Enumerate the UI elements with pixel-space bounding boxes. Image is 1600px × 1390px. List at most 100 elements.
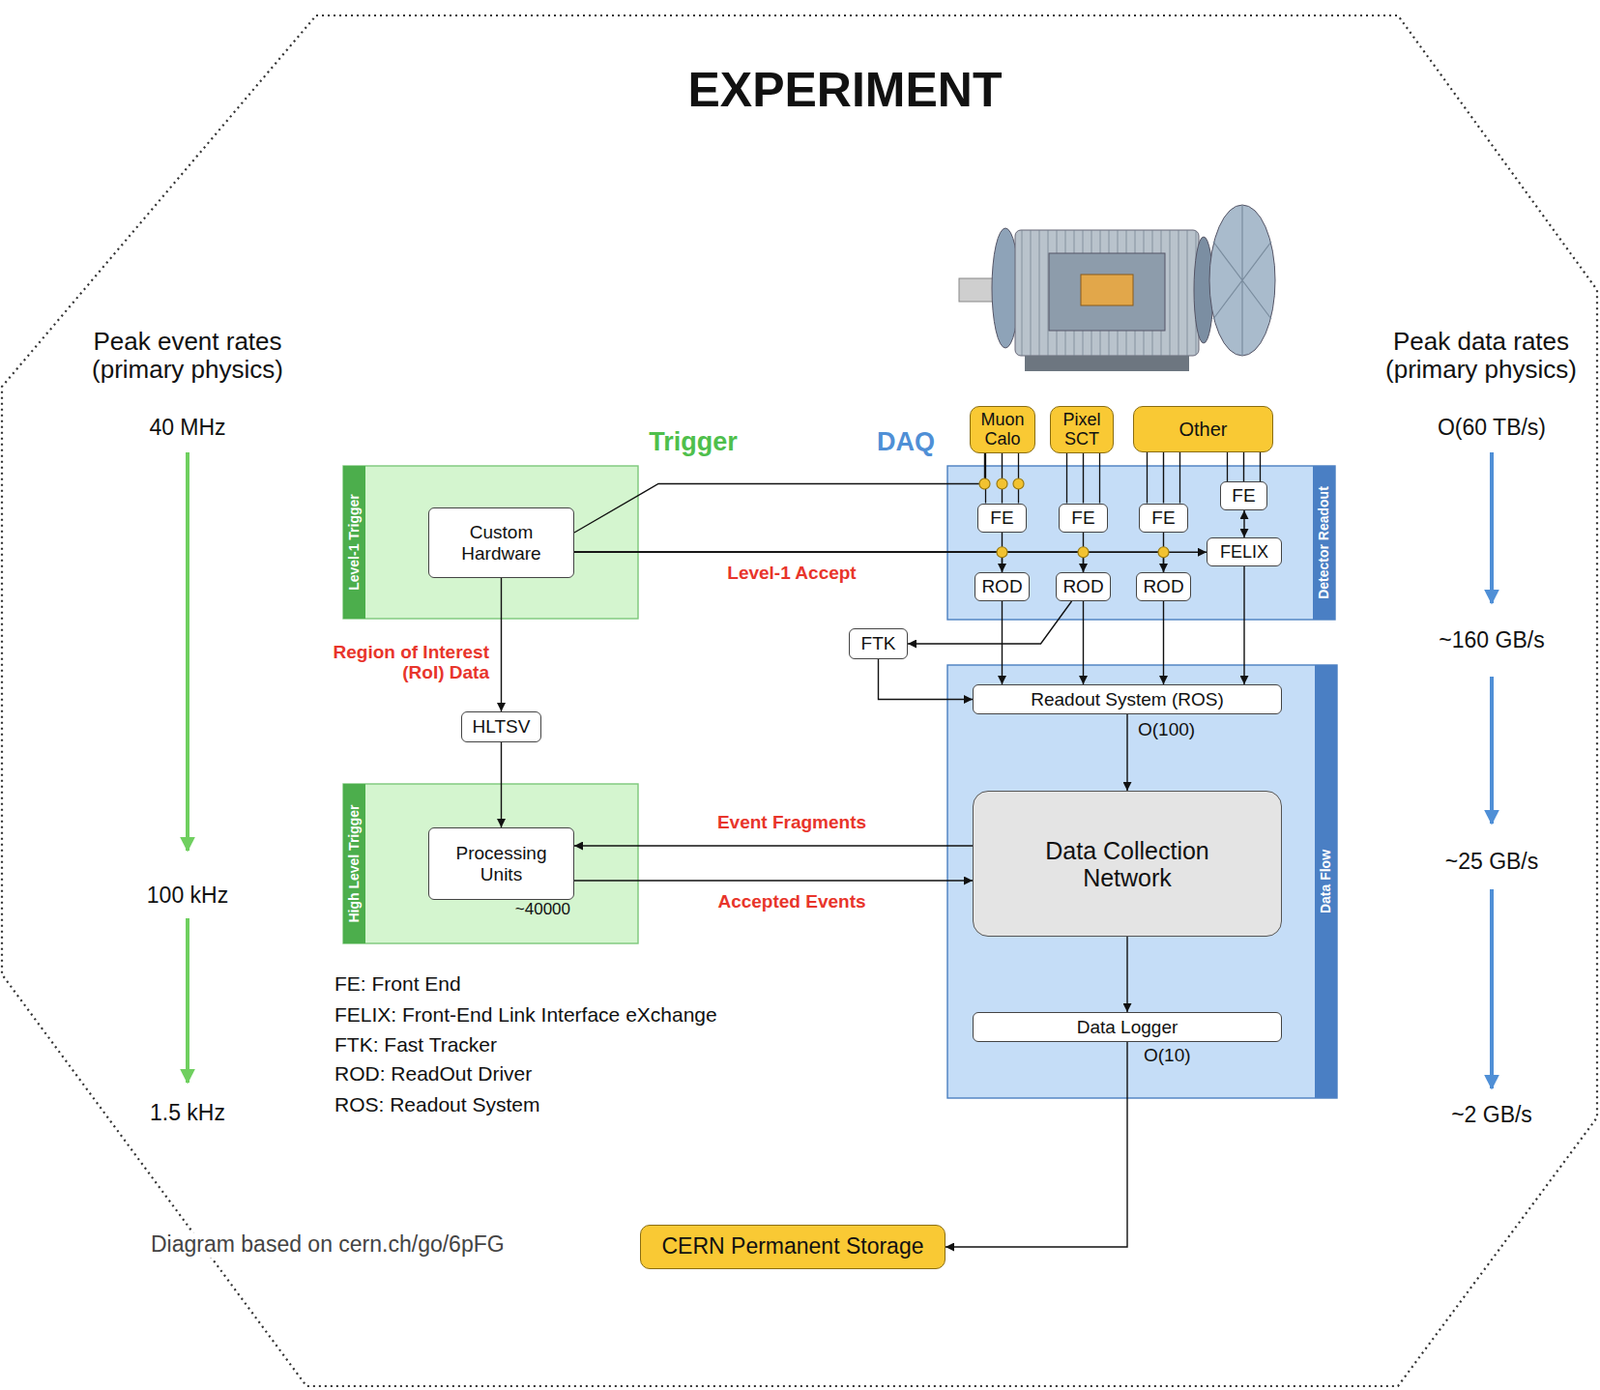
process-box: Data Collection Network (972, 790, 1282, 937)
process-box: ROD (974, 572, 1030, 602)
panel-title: Detector Readout (1312, 465, 1336, 620)
rate-label: 40 MHz (148, 415, 226, 441)
box-label: Data Collection Network (1030, 837, 1224, 892)
group-panel: Level-1 Trigger Custom Hardware (343, 465, 639, 619)
junction-dot (996, 547, 1008, 558)
box-label: FE (989, 507, 1014, 528)
box-label: CERN Permanent Storage (661, 1234, 924, 1260)
highlight-box: CERN Permanent Storage (640, 1224, 946, 1270)
data-rate-arrow (1489, 452, 1494, 604)
rate-label: ~160 GB/s (1438, 628, 1544, 654)
panel-title: Data Flow (1314, 665, 1338, 1099)
junction-dot (1013, 478, 1024, 490)
detector-body (1015, 230, 1199, 356)
edge-label: Event Fragments (717, 812, 867, 833)
abbreviation-note: ROD: ReadOut Driver (334, 1062, 532, 1086)
box-label: FTK (861, 633, 897, 654)
process-box: Data Logger (972, 1012, 1282, 1043)
connector (1126, 714, 1128, 791)
connector (945, 1042, 1128, 1248)
rate-label: ~2 GB/s (1451, 1103, 1533, 1129)
connector (1163, 452, 1164, 504)
connector (574, 453, 986, 534)
connector (1243, 452, 1245, 482)
box-label: HLTSV (472, 716, 531, 737)
junction-dot (979, 478, 990, 490)
panel-ground (343, 465, 639, 619)
signal-wire (1179, 452, 1181, 504)
signal-wire (1226, 452, 1228, 482)
process-box: FE (977, 503, 1027, 533)
process-box: Readout System (ROS) (972, 684, 1282, 715)
abbreviation-note: FTK: Fast Tracker (334, 1033, 497, 1057)
highlight-box: Other (1133, 406, 1274, 453)
connector (1001, 601, 1003, 685)
rate-label: O(60 TB/s) (1437, 415, 1546, 441)
connector (907, 601, 1073, 644)
group-panel: Detector Readout FE FE FE FE FELIX ROD ROD ROD (947, 465, 1336, 620)
support-feet (1024, 355, 1190, 372)
box-label: FE (1071, 507, 1095, 528)
connector (574, 879, 973, 881)
connector (878, 659, 974, 700)
wheel-spokes (1213, 204, 1272, 356)
rate-label: Peak data rates (primary physics) (1368, 327, 1594, 384)
edge-label: O(10) (1143, 1045, 1192, 1066)
process-box: FE (1058, 503, 1108, 533)
box-label: Readout System (ROS) (1030, 689, 1224, 710)
data-rate-arrow (1489, 676, 1494, 824)
group-panel: High Level TriggerProcessing Units~40000 (343, 784, 639, 944)
process-box: Custom Hardware (428, 507, 575, 579)
panel-ground (947, 665, 1338, 1099)
process-box: FE (1138, 503, 1189, 533)
edge-label: Level-1 Accept (727, 562, 856, 583)
rate-label: Peak event rates (primary physics) (75, 327, 300, 384)
detector-ribs (1015, 230, 1199, 356)
panel-ground (343, 784, 639, 944)
edge-label: Accepted Events (717, 891, 866, 912)
box-label: Muon Calo (976, 409, 1029, 449)
connector (1126, 936, 1128, 1013)
signal-wire (1259, 452, 1261, 482)
junction-dot (1077, 547, 1089, 558)
process-box: ROD (1135, 572, 1192, 602)
data-rate-arrow (1489, 889, 1494, 1089)
section-label: Trigger (648, 427, 738, 457)
count-label: ~40000 (515, 900, 571, 919)
box-label: FELIX (1220, 542, 1269, 562)
process-box: Processing Units~40000 (428, 827, 575, 901)
connector (1082, 601, 1084, 685)
signal-wire (1066, 453, 1068, 504)
abbreviation-note: ROS: Readout System (334, 1093, 540, 1117)
connector (1082, 453, 1084, 504)
panel-ground (947, 465, 1336, 620)
box-label: Processing Units (448, 843, 555, 885)
box-label: Custom Hardware (453, 522, 551, 564)
process-box: ROD (1055, 572, 1111, 602)
box-label: ROD (1142, 576, 1184, 597)
caption: Diagram based on cern.ch/go/6pFG (147, 1232, 508, 1258)
junction-dot (1158, 547, 1169, 558)
box-label: FE (1231, 485, 1255, 506)
panel-band: Level-1 Trigger (343, 465, 366, 619)
rate-label: 1.5 kHz (149, 1101, 226, 1127)
inner-barrel (1048, 253, 1165, 331)
connector (574, 552, 1164, 573)
connector (574, 552, 1207, 553)
connector (1243, 566, 1245, 685)
process-box: FTK (848, 628, 908, 660)
rate-label: 100 kHz (146, 883, 229, 909)
process-box: FE (1220, 481, 1268, 511)
abbreviation-note: FELIX: Front-End Link Interface eXchange (334, 1003, 718, 1027)
panel-band: High Level Trigger (343, 784, 366, 944)
inner-detector (1080, 274, 1134, 306)
event-rate-arrow (185, 918, 190, 1083)
box-label: ROD (981, 576, 1022, 597)
panel-title: High Level Trigger (343, 784, 366, 944)
big-wheel (1209, 204, 1276, 356)
signal-wire (1099, 453, 1101, 504)
process-box: FELIX (1206, 537, 1282, 567)
